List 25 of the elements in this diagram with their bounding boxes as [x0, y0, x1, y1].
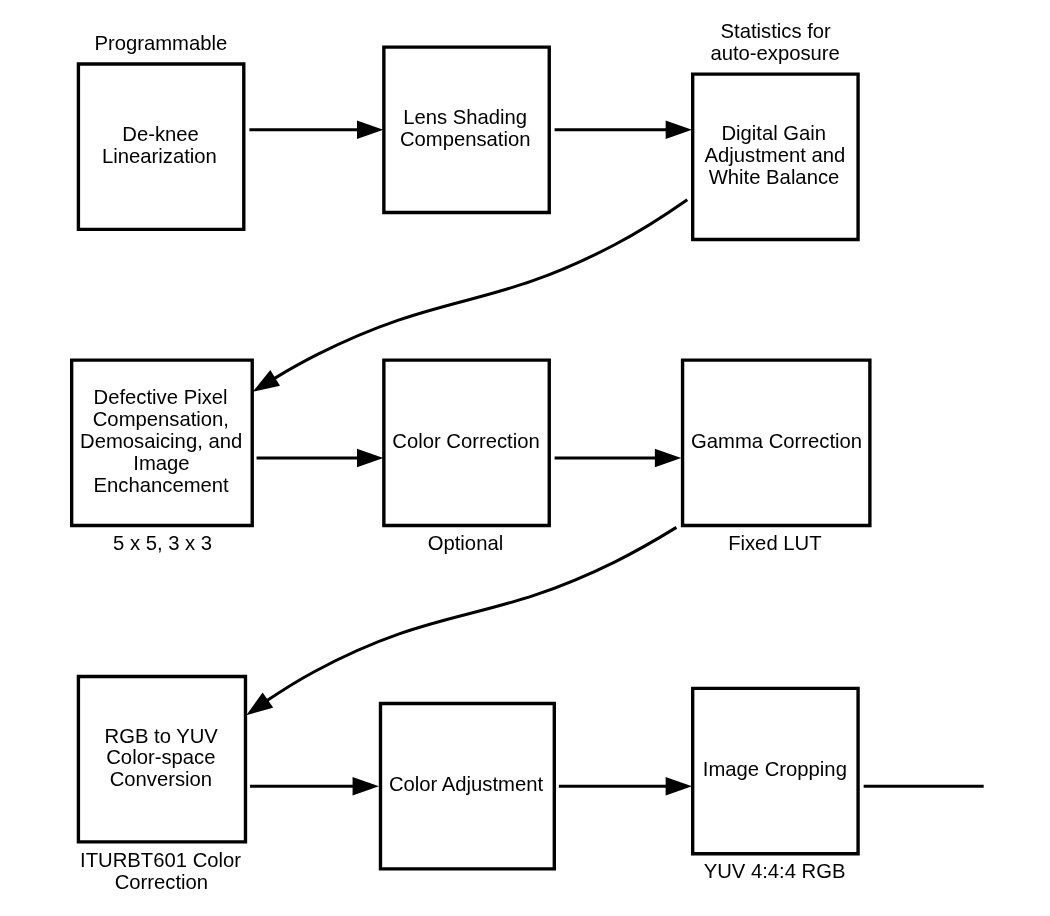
arrow [554, 448, 681, 468]
node-label: Fixed LUT [727, 532, 822, 555]
node-box: RGB to YUV Color-space Conversion [76, 674, 247, 844]
node-label: Statistics for auto-exposure [709, 19, 840, 64]
arrow [252, 198, 688, 392]
node-box: Gamma Correction [680, 358, 872, 528]
node-box: De-knee Linearization [76, 62, 245, 231]
arrow [558, 777, 692, 796]
arrow [248, 120, 383, 139]
node-box: Image Cropping [690, 686, 860, 856]
node-box: Digital Gain Adjustment and White Balance [690, 72, 860, 242]
node-label: Programmable [93, 31, 227, 54]
arrow [256, 448, 383, 468]
connector [863, 784, 984, 788]
node-label: ITURBT601 Color Correction [79, 848, 241, 893]
node-label: Optional [427, 532, 503, 555]
arrow [249, 777, 379, 796]
node-label: YUV 4:4:4 RGB [703, 860, 845, 883]
arrow [245, 526, 677, 716]
node-box: Color Correction [381, 358, 551, 528]
node-box: Color Adjustment [378, 701, 556, 871]
node-label: 5 x 5, 3 x 3 [112, 532, 212, 555]
node-box: Lens Shading Compensation [381, 45, 551, 215]
node-box: Defective Pixel Compensation, Demosaicing, and Image Enchancement [69, 358, 254, 528]
arrow [554, 120, 692, 139]
